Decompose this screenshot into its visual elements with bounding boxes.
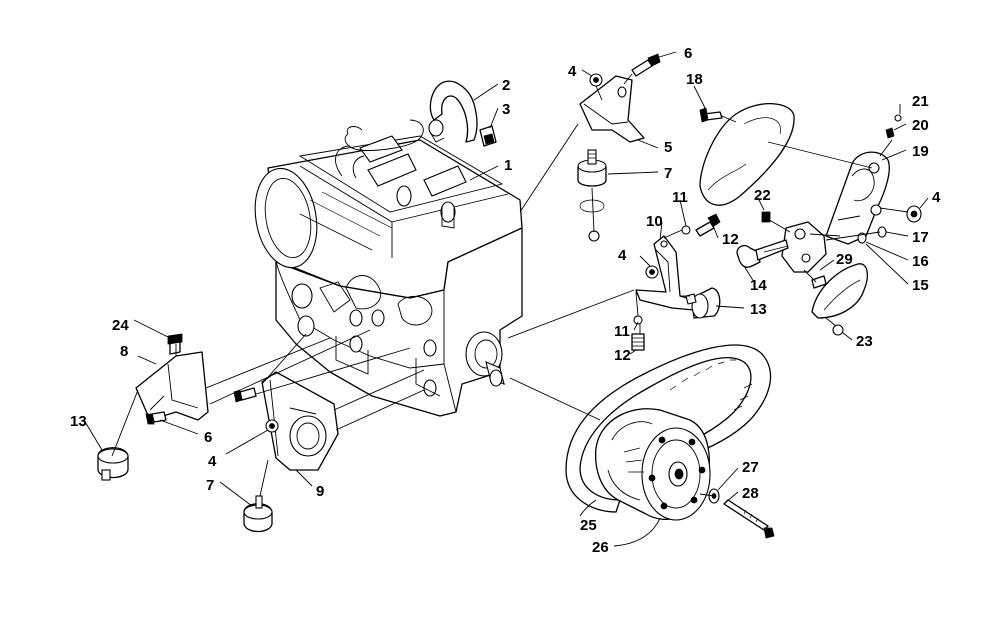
callout-label: 17 (912, 229, 929, 246)
drive-clutch (594, 408, 711, 521)
callout-label: 3 (502, 101, 510, 118)
callout-label: 20 (912, 117, 929, 134)
belt-guard-plate (699, 102, 795, 206)
callout-label: 9 (316, 483, 324, 500)
rubber-mount-13-left (97, 447, 129, 481)
callout-label: 6 (204, 429, 212, 446)
screw-22 (761, 211, 771, 223)
callout-label: 6 (684, 45, 692, 62)
callout-leaders (83, 51, 929, 547)
callout-label: 27 (742, 459, 759, 476)
callout-label: 16 (912, 253, 929, 270)
callout-label: 13 (70, 413, 87, 430)
engine-lift-handle (428, 80, 478, 143)
callout-label: 24 (112, 317, 129, 334)
nut-4-left (265, 419, 279, 433)
rubber-mount-13-right (685, 287, 721, 319)
callout-label: 8 (120, 343, 128, 360)
bolt-6-left (145, 411, 167, 425)
bolt-12-lower (631, 333, 645, 351)
callout-label: 4 (932, 189, 941, 206)
callout-labels: 1 2 3 4 6 18 5 7 21 20 19 4 22 17 16 15 … (70, 45, 941, 556)
nut-side-bracket (906, 205, 922, 223)
callout-label: 4 (618, 247, 627, 264)
mount-bracket-10 (635, 235, 695, 311)
assembly-lines (111, 73, 909, 497)
callout-label: 26 (592, 539, 609, 556)
washer-20 (885, 127, 895, 139)
callout-label: 12 (722, 231, 739, 248)
callout-label: 11 (614, 323, 630, 340)
callout-label: 2 (502, 77, 510, 94)
rubber-mount-7-left (243, 495, 273, 533)
callout-label: 21 (912, 93, 929, 110)
rubber-mount-upper (577, 149, 607, 242)
callout-label: 25 (580, 517, 597, 534)
screw-21 (894, 114, 902, 122)
callout-label: 4 (568, 63, 577, 80)
callout-label: 1 (504, 157, 512, 174)
bolt-12-upper (695, 213, 721, 237)
callout-label: 11 (672, 189, 688, 206)
bolt-6-center (233, 387, 257, 403)
bolt-upper-bracket (631, 53, 661, 77)
callout-label: 29 (836, 251, 853, 268)
front-mount-bracket-8 (135, 351, 209, 421)
nut-23 (832, 324, 844, 336)
side-mount-bracket (825, 151, 890, 245)
callout-label: 23 (856, 333, 873, 350)
callout-label: 12 (614, 347, 631, 364)
rear-mount-bracket-9 (261, 371, 339, 471)
engine-block (254, 119, 523, 417)
callout-label: 14 (750, 277, 767, 294)
bolt-24 (167, 333, 183, 355)
pivot-arm (781, 221, 841, 273)
drive-belt (565, 344, 772, 513)
knob-14 (736, 239, 789, 268)
clutch-bolt-28 (723, 499, 775, 539)
callout-label: 15 (912, 277, 929, 294)
upper-engine-mount-bracket (579, 75, 645, 143)
callout-label: 5 (664, 139, 672, 156)
handle-clip (479, 125, 497, 147)
callout-label: 28 (742, 485, 759, 502)
washer-16 (857, 232, 867, 244)
nut-upper-bracket (589, 73, 603, 87)
washer-11-upper (681, 225, 691, 235)
callout-label: 7 (664, 165, 672, 182)
callout-label: 18 (686, 71, 703, 88)
callout-label: 19 (912, 143, 929, 160)
callout-label: 10 (646, 213, 663, 230)
callout-label: 22 (754, 187, 771, 204)
callout-label: 7 (206, 477, 214, 494)
callout-label: 4 (208, 453, 217, 470)
callout-label: 13 (750, 301, 767, 318)
guard-plate-29 (811, 263, 869, 319)
nut-center-bracket (645, 265, 659, 279)
